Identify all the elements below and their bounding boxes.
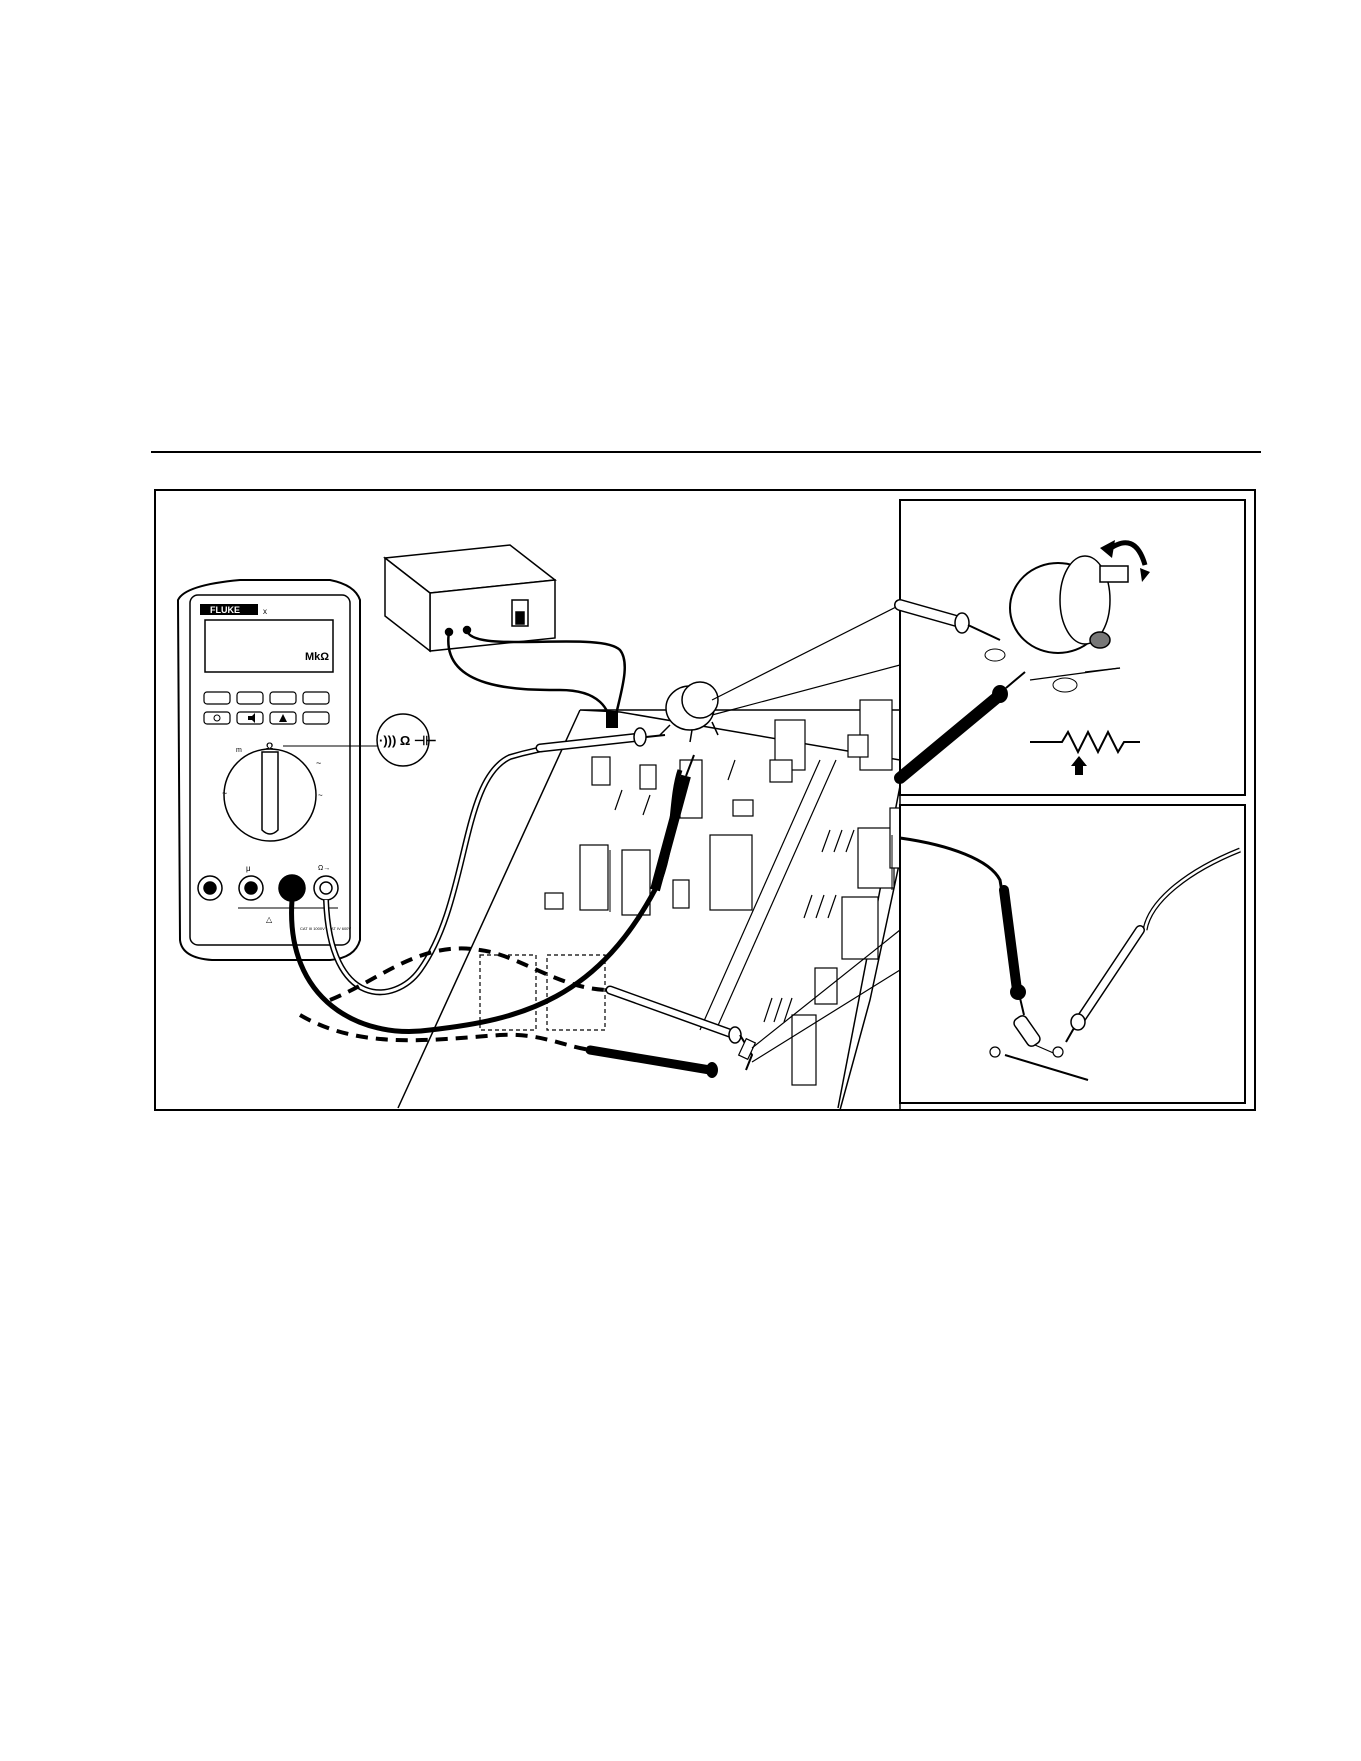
circuit-board [398,700,905,1110]
inset-variable-resistor [900,500,1245,795]
zoom-line-bottom-1 [752,930,900,1048]
warning-icon: △ [266,915,273,924]
button-2[interactable] [237,692,263,704]
dial-m-label: m [236,747,242,754]
brand-text: FLUKE [210,605,240,615]
function-callout-symbols: ·))) Ω ⊣⊢ [379,733,437,748]
zoom-line-top-1 [712,605,900,700]
dial-knob [262,752,278,834]
button-4[interactable] [303,692,329,704]
lower-black-probe [590,1050,710,1070]
multimeter: FLUKE x MkΩ Ω m ~ ~ ~ [178,580,380,960]
board-potentiometer [660,682,718,742]
inset-in-circuit [900,805,1245,1103]
dial-ohm-label: Ω [266,741,273,751]
inset-pot-shaft [1100,566,1128,582]
black-probe-body [655,776,686,890]
jack-com [279,875,305,901]
model-mark: x [263,607,267,616]
jack-mu-label: μ [246,864,251,873]
lcd-screen [205,620,333,672]
button-8[interactable] [303,712,329,724]
red-probe-collar [634,728,646,746]
backlight-button[interactable] [204,712,230,724]
board-components [480,700,900,1085]
button-3[interactable] [270,692,296,704]
supply-clip [606,712,618,728]
jack-ohm-label: Ω→ [318,865,330,872]
dashed-lead-2 [300,1015,590,1050]
button-1[interactable] [204,692,230,704]
dial-ac-mu: ~ [318,791,323,800]
lcd-units: MkΩ [305,651,329,663]
dial-ac-right: ~ [316,758,321,768]
dial-ac-left: ~ [222,788,227,798]
lower-red-collar [729,1027,741,1043]
